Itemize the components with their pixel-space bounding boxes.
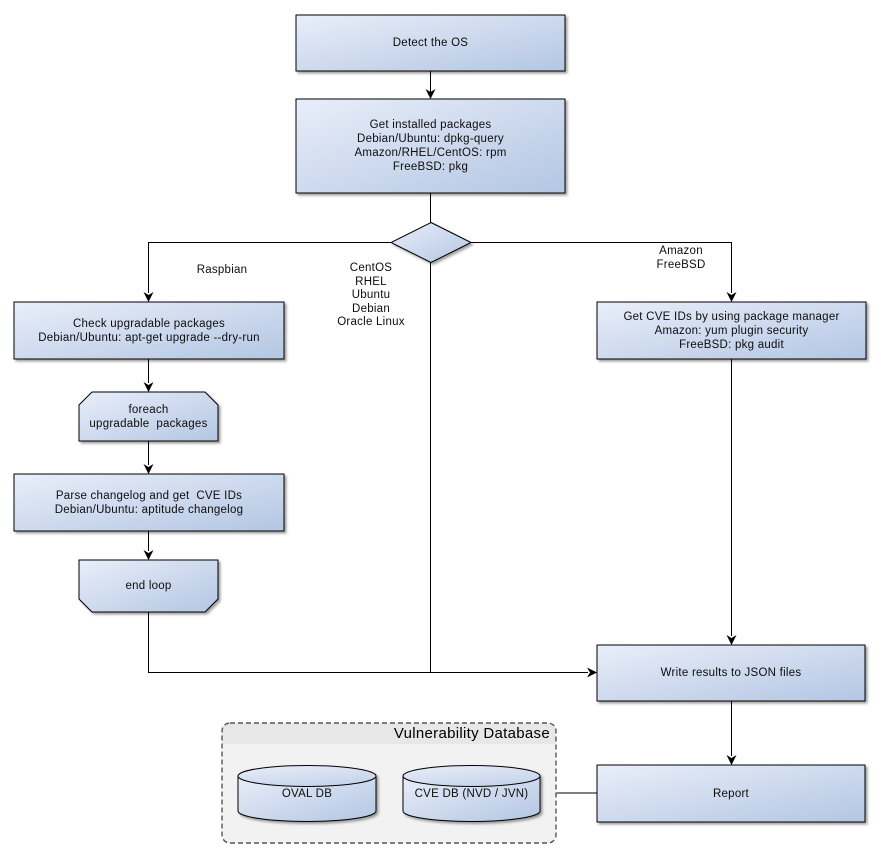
arrowhead-down-write-results	[726, 635, 737, 645]
edge-endloop-to-write-results	[148, 612, 588, 673]
node-get-installed-packages	[295, 98, 566, 194]
arrowhead-down-foreach	[143, 382, 154, 392]
node-write-results	[596, 644, 866, 702]
node-get-cve-ids	[596, 301, 867, 360]
arrowhead-down-report	[726, 755, 737, 765]
node-detect-os	[295, 14, 566, 72]
node-report	[596, 764, 866, 823]
oval-db-top	[237, 765, 377, 787]
container-header-band	[222, 723, 556, 744]
oval-db-cylinder	[237, 765, 377, 822]
arrowhead-layer	[143, 89, 737, 765]
oval-db-body	[237, 776, 377, 822]
arrowhead-down-endloop	[143, 550, 154, 560]
node-parse-changelog	[13, 473, 285, 532]
arrowhead-down-parse	[143, 464, 154, 474]
node-end-loop	[78, 559, 219, 613]
arrowhead-down-installed	[425, 89, 436, 99]
edge-decision-to-get-cve	[471, 242, 732, 293]
arrowhead-right-write-results	[587, 667, 597, 678]
node-foreach-loop-start	[78, 391, 219, 442]
node-check-upgradable	[13, 301, 285, 360]
cve-db-body	[402, 776, 541, 822]
node-os-decision-diamond	[389, 221, 473, 264]
arrowhead-down-check	[143, 292, 154, 302]
arrowhead-down-get-cve	[726, 292, 737, 302]
cve-db-cylinder	[402, 765, 541, 822]
edge-decision-to-check-upgradable	[148, 242, 391, 293]
cve-db-top	[402, 765, 541, 787]
